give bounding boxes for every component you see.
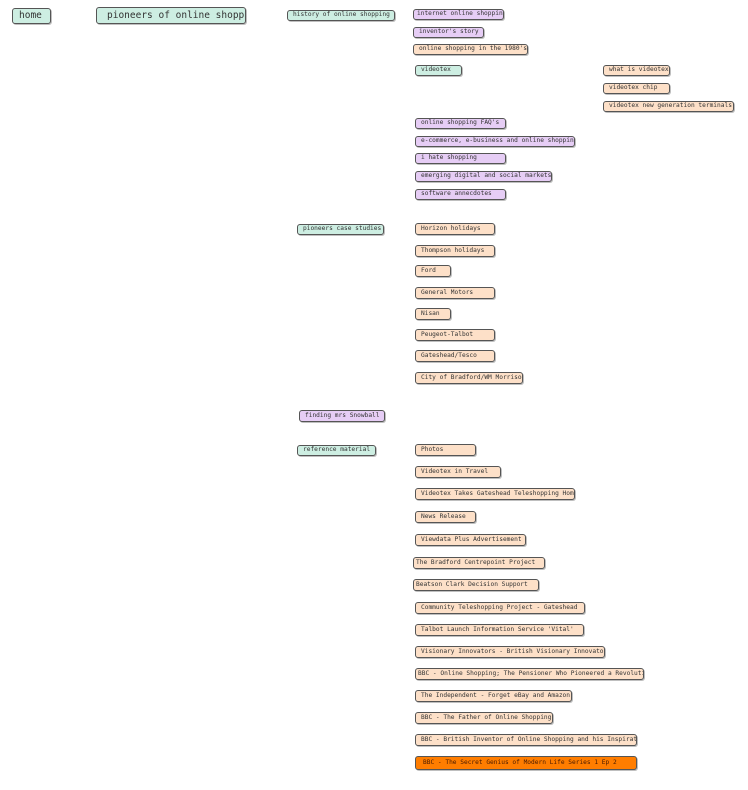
reference-item[interactable]: Viewdata Plus Advertisement bbox=[415, 534, 526, 546]
reference-item[interactable]: Visionary Innovators - British Visionary… bbox=[415, 646, 605, 658]
reference-item[interactable]: Beatson Clark Decision Support bbox=[413, 579, 539, 591]
history-item[interactable]: software annecdotes bbox=[415, 189, 506, 200]
reference-item[interactable]: Videotex in Travel bbox=[415, 466, 501, 478]
reference-item[interactable]: BBC - The Father of Online Shopping bbox=[415, 712, 553, 724]
history-item[interactable]: e-commerce, e-business and online shoppi… bbox=[415, 136, 575, 147]
reference-item[interactable]: Videotex Takes Gateshead Teleshopping Ho… bbox=[415, 488, 575, 500]
videotex-item[interactable]: videotex chip bbox=[603, 83, 670, 94]
case-study-item[interactable]: City of Bradford/WM Morrison bbox=[415, 372, 523, 384]
reference-item[interactable]: Photos bbox=[415, 444, 476, 456]
history-item-videotex[interactable]: videotex bbox=[415, 65, 462, 76]
reference-item[interactable]: The Bradford Centrepoint Project bbox=[413, 557, 545, 569]
history-item[interactable]: inventor's story bbox=[413, 27, 484, 38]
reference-item-highlighted[interactable]: BBC - The Secret Genius of Modern Life S… bbox=[415, 756, 637, 770]
case-study-item[interactable]: Thompson holidays bbox=[415, 245, 495, 257]
section-finding-mrs-snowball[interactable]: finding mrs Snowball bbox=[299, 410, 385, 422]
videotex-item[interactable]: videotex new generation terminals bbox=[603, 101, 734, 112]
reference-item[interactable]: The Independent - Forget eBay and Amazon bbox=[415, 690, 572, 702]
reference-item[interactable]: BBC - Online Shopping; The Pensioner Who… bbox=[415, 668, 644, 680]
case-study-item[interactable]: Ford bbox=[415, 265, 451, 277]
page-title-node[interactable]: pioneers of online shopping bbox=[96, 7, 246, 24]
section-history[interactable]: history of online shopping bbox=[287, 10, 395, 21]
case-study-item[interactable]: Horizon holidays bbox=[415, 223, 495, 235]
case-study-item[interactable]: Gateshead/Tesco bbox=[415, 350, 495, 362]
section-reference-material[interactable]: reference material bbox=[297, 445, 376, 456]
history-item[interactable]: online shopping in the 1980's bbox=[413, 44, 528, 55]
history-item[interactable]: internet online shopping bbox=[413, 9, 504, 20]
reference-item[interactable]: Community Teleshopping Project - Gateshe… bbox=[415, 602, 585, 614]
case-study-item[interactable]: Peugeot-Talbot bbox=[415, 329, 495, 341]
home-node[interactable]: home bbox=[12, 8, 51, 24]
section-case-studies[interactable]: pioneers case studies bbox=[297, 224, 384, 235]
history-item[interactable]: online shopping FAQ's bbox=[415, 118, 506, 129]
reference-item[interactable]: BBC - British Inventor of Online Shoppin… bbox=[415, 734, 637, 746]
videotex-item[interactable]: what is videotex? bbox=[603, 65, 670, 76]
reference-item[interactable]: News Release bbox=[415, 511, 476, 523]
history-item[interactable]: emerging digital and social markets bbox=[415, 171, 552, 182]
reference-item[interactable]: Talbot Launch Information Service 'Vital… bbox=[415, 624, 584, 636]
case-study-item[interactable]: General Motors bbox=[415, 287, 495, 299]
history-item[interactable]: i hate shopping bbox=[415, 153, 506, 164]
case-study-item[interactable]: Nisan bbox=[415, 308, 451, 320]
